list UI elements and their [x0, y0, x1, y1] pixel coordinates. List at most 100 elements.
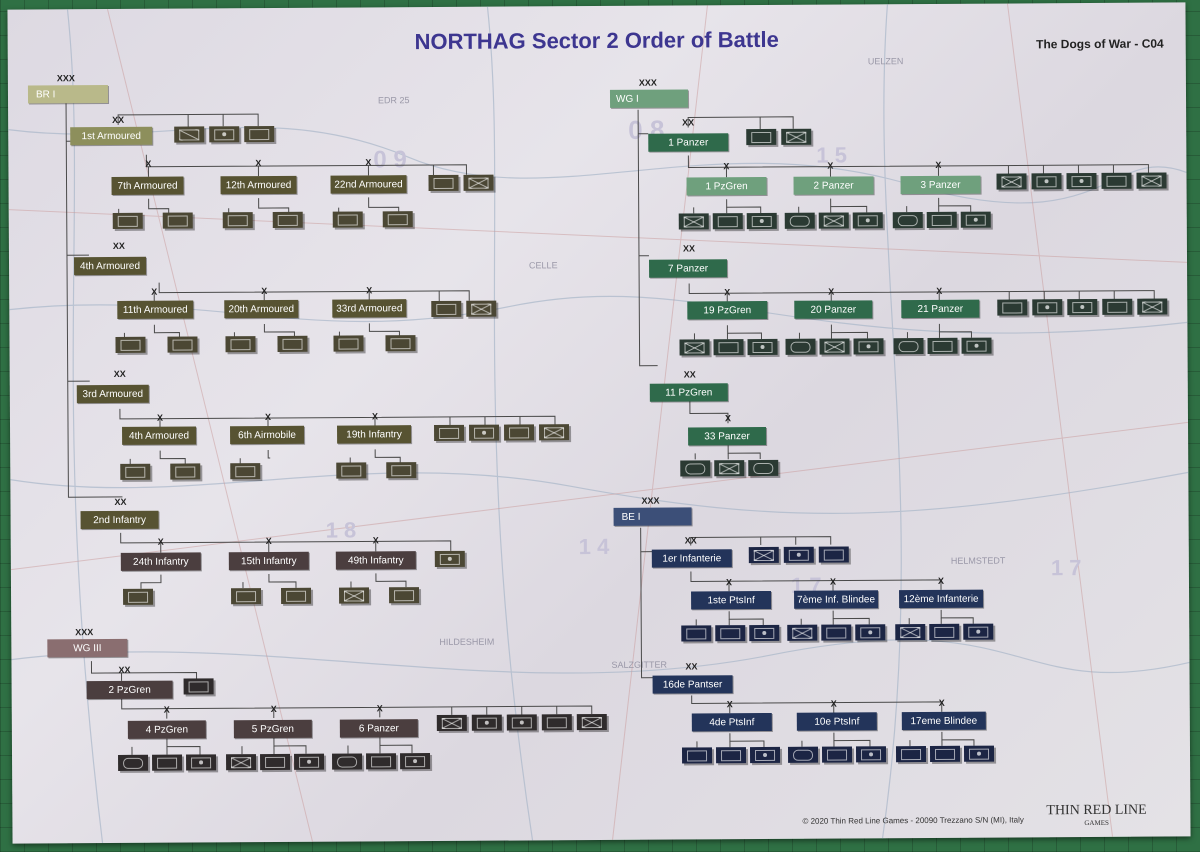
unit-6-panzer[interactable]: 6 Panzer: [339, 719, 418, 738]
counter[interactable]: [112, 212, 143, 229]
counter[interactable]: [678, 213, 709, 230]
unit-24th-infantry[interactable]: 24th Infantry: [120, 552, 201, 571]
unit-10e-ptsinf[interactable]: 10e PtsInf: [796, 712, 877, 731]
unit-1st-armoured[interactable]: 1st Armoured: [70, 126, 153, 146]
unit-5-pzgren[interactable]: 5 PzGren: [233, 719, 312, 739]
counter[interactable]: [1031, 173, 1062, 190]
counter[interactable]: [170, 463, 201, 480]
counter[interactable]: [386, 462, 417, 479]
counter[interactable]: [506, 714, 537, 731]
unit-49th-infantry[interactable]: 49th Infantry: [335, 551, 416, 570]
unit-wg-i[interactable]: WG I: [609, 89, 689, 108]
unit-6th-airmobile[interactable]: 6th Airmobile: [230, 425, 305, 445]
counter[interactable]: [466, 300, 497, 317]
counter[interactable]: [244, 125, 275, 143]
counter[interactable]: [783, 546, 814, 563]
unit-12eme-infanterie[interactable]: 12ème Infanterie: [899, 589, 984, 609]
counter[interactable]: [152, 754, 183, 771]
unit-3rd-armoured[interactable]: 3rd Armoured: [76, 384, 149, 404]
counter[interactable]: [715, 747, 747, 764]
counter[interactable]: [431, 300, 462, 318]
counter[interactable]: [434, 424, 465, 442]
counter[interactable]: [469, 424, 500, 441]
counter[interactable]: [747, 338, 778, 356]
counter[interactable]: [539, 424, 570, 441]
counter[interactable]: [679, 339, 710, 356]
counter[interactable]: [428, 174, 459, 192]
unit-7-panzer[interactable]: 7 Panzer: [649, 259, 728, 278]
counter[interactable]: [853, 338, 884, 355]
counter[interactable]: [893, 338, 924, 355]
counter[interactable]: [818, 212, 849, 229]
unit-3-panzer[interactable]: 3 Panzer: [900, 175, 981, 195]
counter[interactable]: [787, 624, 818, 641]
counter[interactable]: [230, 463, 261, 480]
counter[interactable]: [162, 212, 193, 229]
unit-wg-iii[interactable]: WG III: [47, 638, 128, 658]
unit-7eme-inf-blindee[interactable]: 7ème Inf. Blindee: [794, 590, 879, 609]
counter[interactable]: [123, 588, 154, 605]
unit-1ste-ptsinf[interactable]: 1ste PtsInf: [691, 590, 772, 610]
counter[interactable]: [115, 336, 146, 353]
counter[interactable]: [541, 714, 572, 731]
unit-4de-ptsinf[interactable]: 4de PtsInf: [691, 712, 772, 732]
counter[interactable]: [748, 459, 779, 477]
counter[interactable]: [1066, 172, 1097, 190]
counter[interactable]: [400, 753, 431, 770]
counter[interactable]: [997, 299, 1028, 316]
counter[interactable]: [332, 211, 363, 228]
unit-2-pzgren[interactable]: 2 PzGren: [86, 680, 173, 700]
unit-19-pzgren[interactable]: 19 PzGren: [687, 300, 768, 320]
counter[interactable]: [818, 546, 849, 563]
counter[interactable]: [366, 753, 397, 770]
counter[interactable]: [821, 624, 852, 641]
unit-4-pzgren[interactable]: 4 PzGren: [127, 720, 206, 739]
counter[interactable]: [712, 213, 743, 230]
counter[interactable]: [787, 746, 819, 763]
counter[interactable]: [1032, 299, 1063, 316]
unit-1-panzer[interactable]: 1 Panzer: [648, 133, 729, 152]
unit-16de-pantser[interactable]: 16de Pantser: [652, 675, 733, 694]
counter[interactable]: [892, 212, 923, 229]
counter[interactable]: [231, 588, 262, 605]
counter[interactable]: [785, 338, 816, 355]
counter[interactable]: [382, 211, 413, 228]
counter[interactable]: [434, 550, 465, 568]
counter[interactable]: [339, 587, 370, 604]
counter[interactable]: [963, 623, 994, 640]
counter[interactable]: [784, 212, 815, 229]
unit-2-panzer[interactable]: 2 Panzer: [793, 176, 874, 195]
counter[interactable]: [927, 337, 958, 354]
unit-4th-armoured[interactable]: 4th Armoured: [73, 256, 147, 276]
counter[interactable]: [963, 745, 995, 762]
unit-2nd-infantry[interactable]: 2nd Infantry: [80, 510, 159, 530]
counter[interactable]: [225, 336, 256, 353]
unit-20th-armoured[interactable]: 20th Armoured: [224, 299, 299, 319]
counter[interactable]: [336, 462, 367, 479]
counter[interactable]: [748, 546, 779, 564]
counter[interactable]: [471, 714, 502, 731]
counter[interactable]: [294, 753, 325, 770]
unit-33-panzer[interactable]: 33 Panzer: [688, 426, 767, 446]
counter[interactable]: [222, 212, 253, 229]
counter[interactable]: [960, 211, 991, 228]
counter[interactable]: [576, 713, 607, 731]
counter[interactable]: [821, 746, 853, 763]
unit-11-pzgren[interactable]: 11 PzGren: [649, 383, 728, 402]
counter[interactable]: [714, 460, 745, 477]
counter[interactable]: [749, 746, 781, 764]
unit-33rd-armoured[interactable]: 33rd Armoured: [332, 299, 407, 318]
counter[interactable]: [388, 587, 420, 604]
counter[interactable]: [1136, 172, 1167, 189]
unit-7th-armoured[interactable]: 7th Armoured: [111, 176, 184, 195]
counter[interactable]: [781, 128, 812, 145]
unit-1er-infanterie[interactable]: 1er Infanterie: [651, 549, 732, 568]
unit-20-panzer[interactable]: 20 Panzer: [794, 300, 873, 319]
counter[interactable]: [749, 624, 780, 642]
counter[interactable]: [680, 460, 711, 477]
counter[interactable]: [1101, 172, 1132, 189]
counter[interactable]: [333, 335, 364, 352]
counter[interactable]: [209, 126, 240, 143]
counter[interactable]: [332, 753, 363, 770]
counter[interactable]: [961, 337, 992, 354]
